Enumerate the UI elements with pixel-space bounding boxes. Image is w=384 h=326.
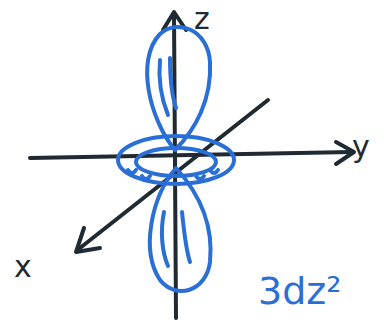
lobe-shading: [159, 60, 168, 115]
lower-lobe: [150, 168, 211, 291]
upper-lobe: [147, 27, 210, 150]
orbital-name: 3dz²: [258, 272, 341, 310]
axis-label: x: [14, 252, 32, 282]
x-axis: [80, 100, 268, 248]
z-axis: [174, 14, 176, 318]
lobe-shading: [182, 212, 190, 262]
torus-shading: [128, 170, 218, 179]
torus-inner: [136, 148, 216, 176]
y-axis: [30, 152, 352, 158]
x-arrowhead: [76, 228, 100, 252]
lobe-shading: [162, 212, 168, 266]
lobe-shading: [170, 58, 176, 108]
torus-ring: [118, 136, 234, 184]
orbital-lobes: [118, 27, 234, 291]
axis-label: z: [194, 4, 210, 34]
axis-label: y: [352, 132, 370, 162]
y-arrowhead: [336, 142, 354, 164]
